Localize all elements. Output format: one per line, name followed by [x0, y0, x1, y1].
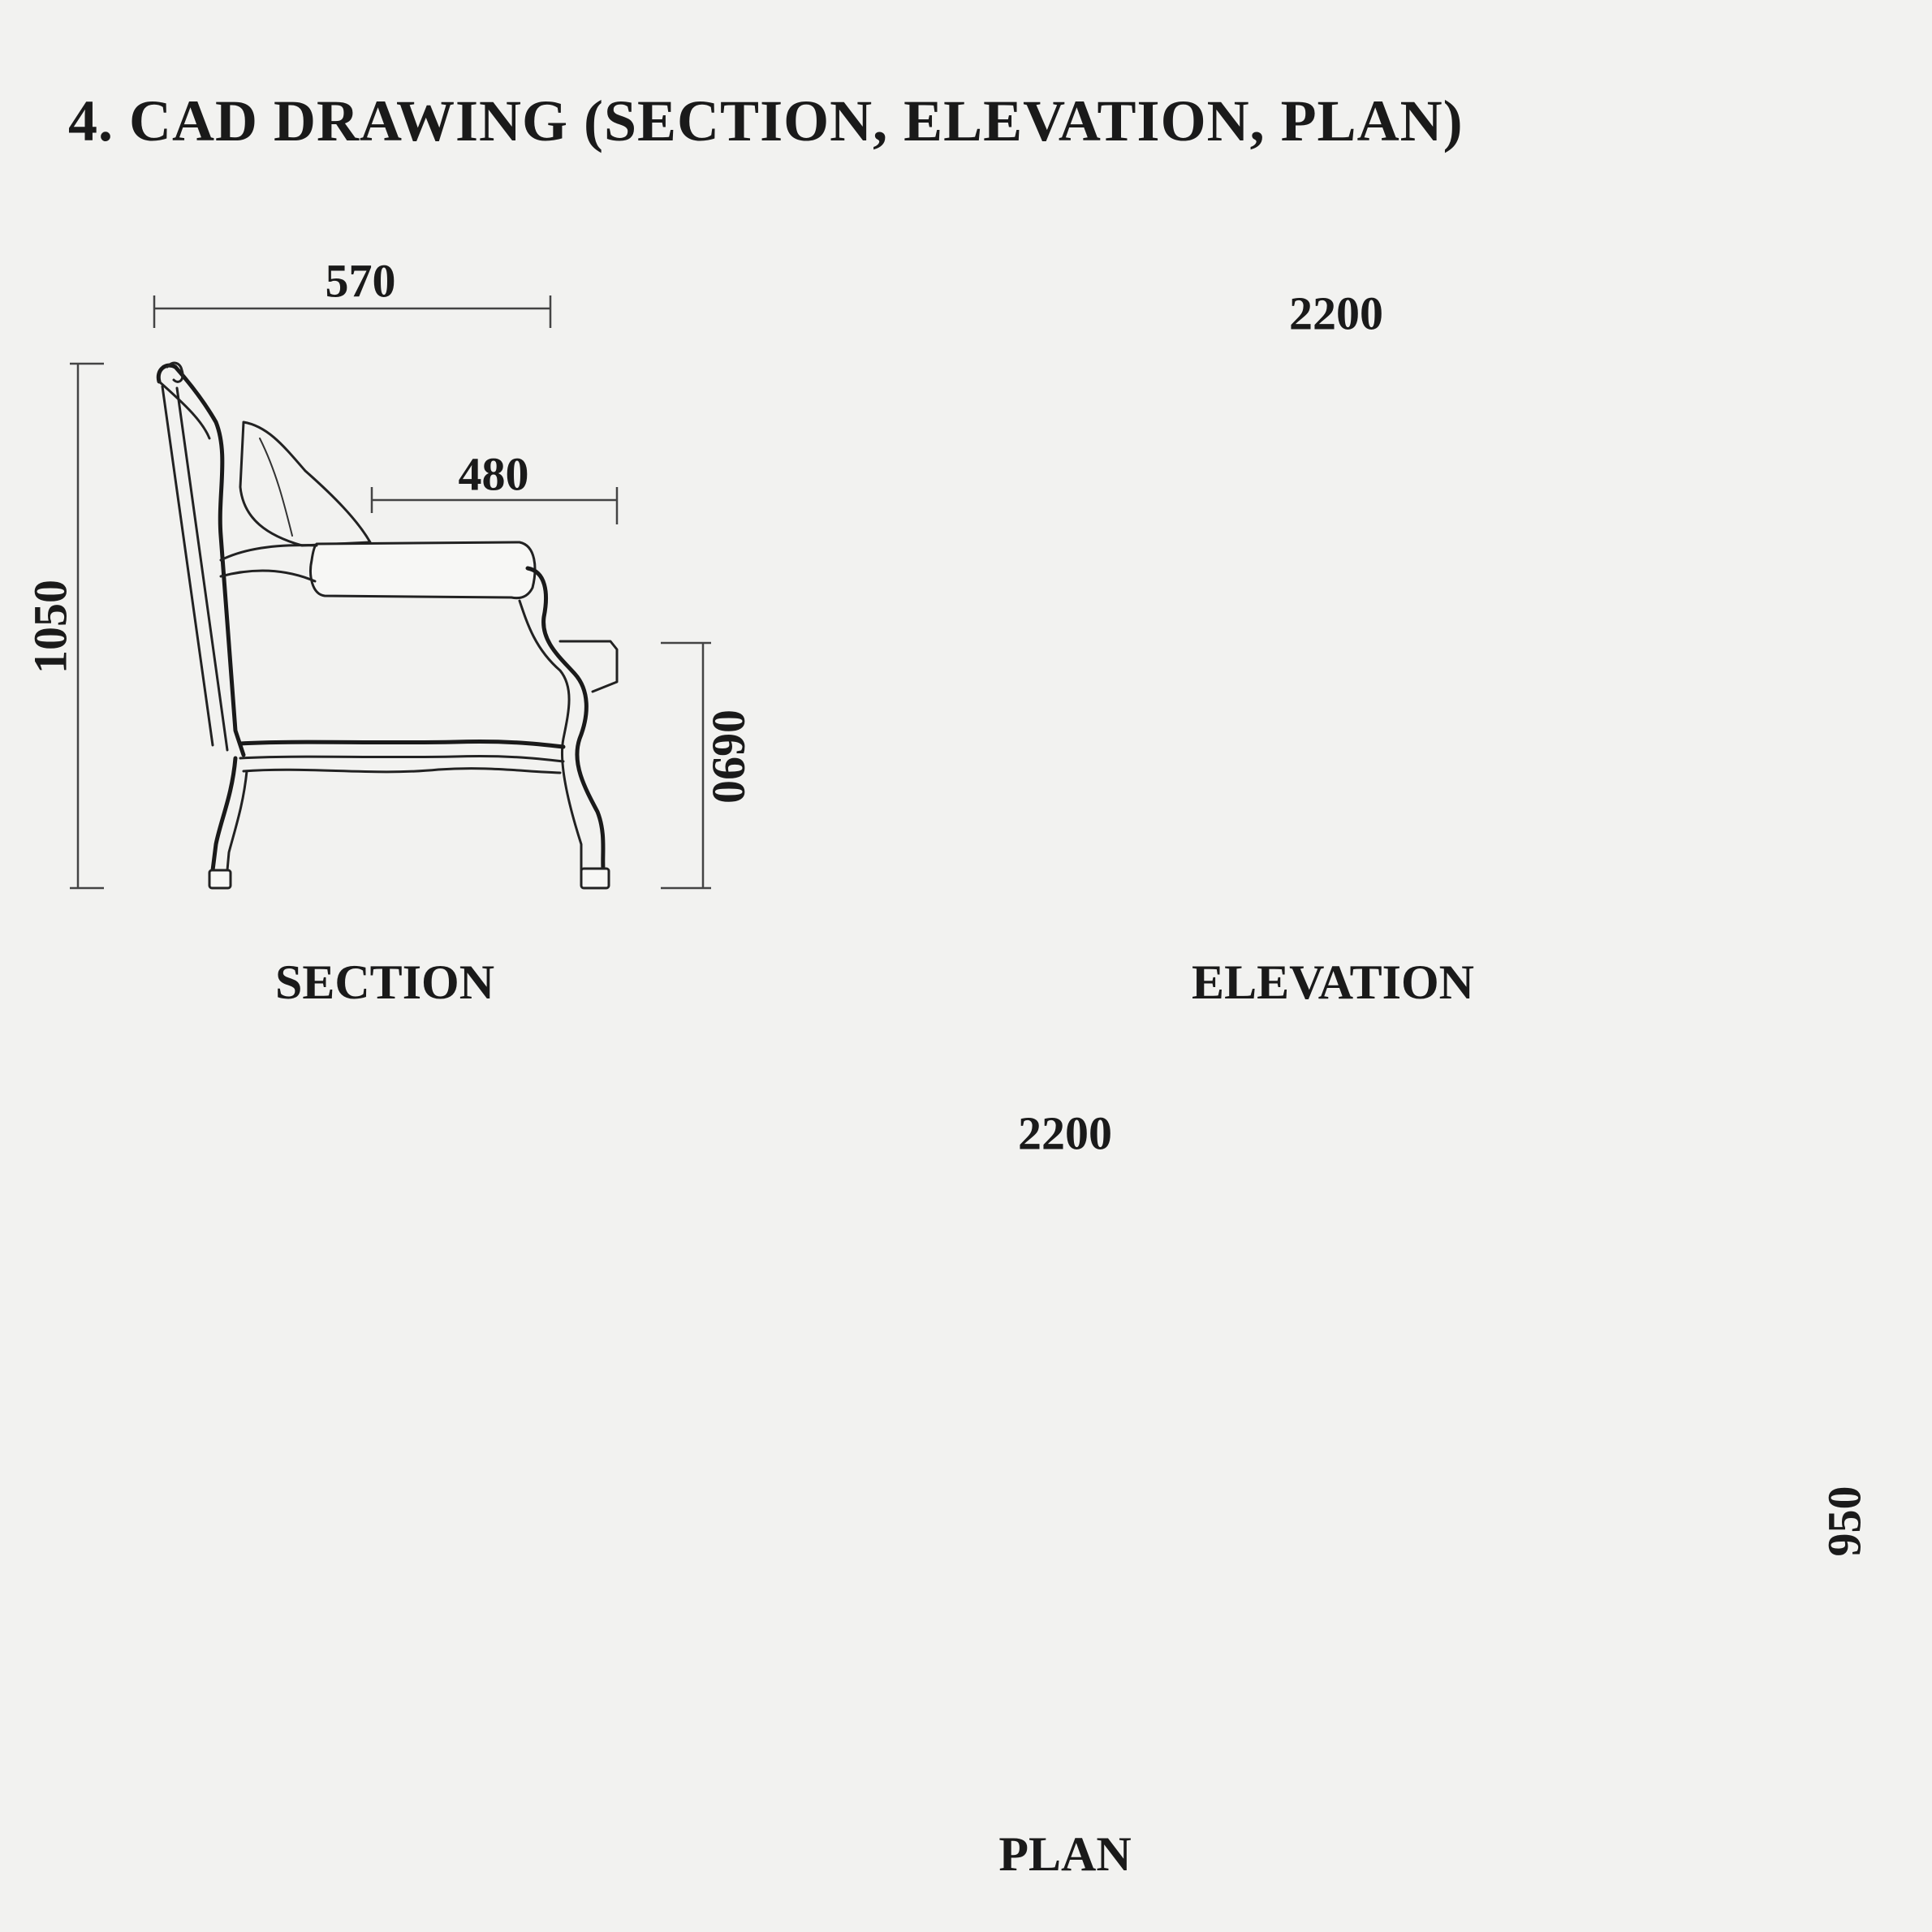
plan-view-label: PLAN: [998, 1827, 1132, 1881]
section-depth-dimension: 570: [325, 254, 396, 308]
section-view: [70, 295, 711, 890]
section-seat-height-dimension: 0690: [702, 709, 756, 804]
section-view-label: SECTION: [274, 955, 495, 1009]
page-title: 4. CAD DRAWING (SECTION, ELEVATION, PLAN…: [68, 88, 1464, 153]
plan-depth-dimension: 950: [1818, 1486, 1871, 1557]
elevation-view-label: ELEVATION: [1192, 955, 1474, 1009]
elevation-width-dimension: 2200: [1289, 287, 1383, 340]
section-seat-depth-dimension: 480: [458, 447, 529, 501]
armchair-side-profile: [156, 361, 619, 890]
section-height-dimension: 1050: [24, 580, 77, 674]
plan-width-dimension: 2200: [1018, 1106, 1112, 1160]
section-dimension-lines: [70, 295, 711, 890]
